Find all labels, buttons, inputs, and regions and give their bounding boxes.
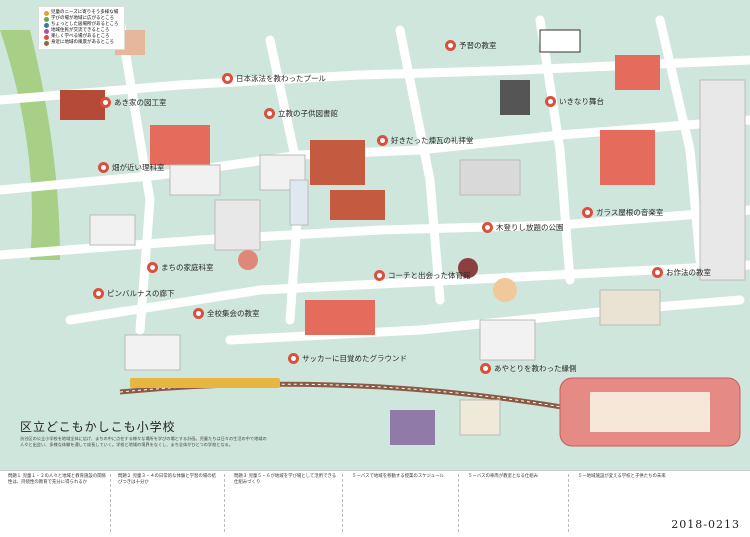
legend-swatch-icon [44,40,49,46]
place-pin-icon [193,308,204,319]
info-panel: 問題２ 児童３・４の日常的な体験と学習の場の結びつきは十分か [114,474,225,532]
train [130,378,280,388]
map-legend: 児童のニーズに寄りそう多様な場 学びの場が地域に広がるところ ちょっとした居場所… [38,6,125,50]
place-label-music[interactable]: ガラス屋根の音楽室 [582,207,663,218]
tea-cup [458,258,478,278]
legend-item: 学びの場が地域に広がるところ [44,16,119,22]
laptop [539,29,581,53]
tree-belt [0,30,60,260]
place-pin-icon [147,262,158,273]
place-label-craft[interactable]: あき家の図工室 [100,97,167,108]
place-label-homeec[interactable]: まちの家庭科室 [147,262,214,273]
panel-title: 問題２ 児童３・４の日常的な体験と学習の場の結びつきは十分か [118,474,216,485]
legend-swatch-icon [44,10,49,16]
info-panel: ５ー地域施設が変える学校と子供たちの未来 [574,474,744,532]
place-pin-icon [377,135,388,146]
books [390,410,435,445]
legend-swatch-icon [44,16,49,22]
map-graphic [0,15,750,447]
place-pin-icon [582,207,593,218]
place-label-stage[interactable]: いきなり舞台 [545,96,604,107]
panel-title: ５ーバスで地域を移動する授業のスケジュール [352,474,444,479]
place-pin-icon [480,363,491,374]
school-description: 渋谷区の公立小学校を地域全体に広げ、まちの中に点在する様々な場所を学びの場とする… [20,436,267,447]
place-label-brick[interactable]: 好きだった煉瓦の礼拝堂 [377,135,474,146]
building-dark [500,80,530,115]
legend-swatch-icon [44,28,49,34]
info-panel: 問題３ 児童５・６が地域を学び場として活用できる仕組みづくり [230,474,343,532]
legend-item: 児童のニーズに寄りそう多様な場 [44,10,119,16]
info-panel: 問題１ 児童１・２の人々と地域と教育施設の関係性は、持続性の教育で充分に得られる… [4,474,111,532]
place-label-ground[interactable]: サッカーに目覚めたグラウンド [288,353,407,364]
place-pin-icon [100,97,111,108]
palette [238,250,258,270]
cake [493,278,517,302]
bottom-panel-strip [0,470,750,537]
school-bus [559,377,741,447]
panel-title: ５ーバスの車両が教室となる仕組み [468,474,539,479]
place-pin-icon [222,73,233,84]
school-title: 区立どこもかしこも小学校 [20,420,176,434]
legend-item: 地域住民が交流できるところ [44,28,119,34]
legend-item: ちょっとした居場所があるところ [44,22,119,28]
legend-swatch-icon [44,22,49,28]
legend-swatch-icon [44,34,49,40]
place-pin-icon [445,40,456,51]
date-label: 2018-0213 [671,518,740,531]
place-label-gym[interactable]: コーチと出会った体育館 [374,270,471,281]
info-panel: ５ーバスの車両が教室となる仕組み [464,474,569,532]
panel-title: 問題１ 児童１・２の人々と地域と教育施設の関係性は、持続性の教育で充分に得られる… [8,474,106,485]
place-pin-icon [545,96,556,107]
place-label-porch[interactable]: あやとりを教わった縁側 [480,363,577,374]
panel-title: ５ー地域施設が変える学校と子供たちの未来 [578,474,666,479]
place-pin-icon [374,270,385,281]
place-label-assembly[interactable]: 全校集会の教室 [193,308,260,319]
place-pin-icon [264,108,275,119]
piano [615,55,660,90]
place-label-field[interactable]: 畑が近い理科室 [98,162,165,173]
place-pin-icon [93,288,104,299]
legend-item: 身近に地域の風景があるところ [44,40,119,46]
place-pin-icon [652,267,663,278]
legend-item: 楽しく学べる場があるところ [44,34,119,40]
place-label-library[interactable]: 立教の子供図書館 [264,108,338,119]
place-pin-icon [482,222,493,233]
place-pin-icon [98,162,109,173]
place-label-pool[interactable]: 日本泳法を教わったプール [222,73,326,84]
panel-title: 問題３ 児童５・６が地域を学び場として活用できる仕組みづくり [234,474,337,485]
info-panel: ５ーバスで地域を移動する授業のスケジュール [348,474,459,532]
place-label-park[interactable]: 木登りし放題の公園 [482,222,564,233]
place-label-hallway[interactable]: ピンバルナスの廊下 [93,288,175,299]
place-pin-icon [288,353,299,364]
place-label-prep[interactable]: 予習の教室 [445,40,497,51]
place-label-manners[interactable]: お作法の教室 [652,267,711,278]
